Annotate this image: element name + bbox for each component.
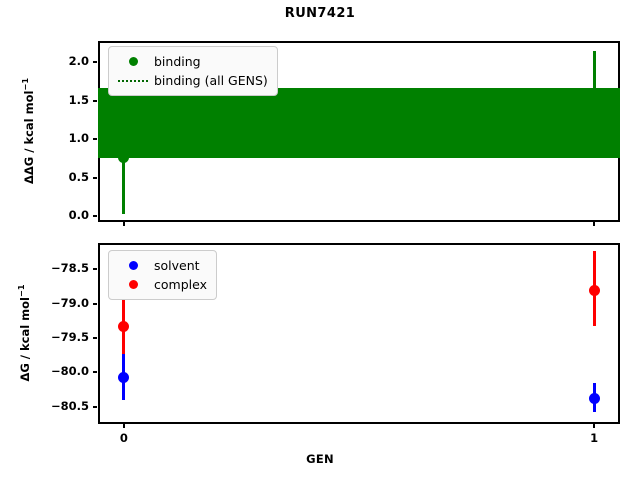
legend-item-complex[interactable]: complex (116, 275, 207, 294)
ytick-label: −79.5 (50, 329, 89, 344)
xtick-label: 0 (119, 431, 128, 445)
binding-marker-icon (116, 57, 150, 66)
dotted-line-icon (116, 79, 150, 82)
legend-label-complex: complex (154, 277, 207, 292)
ytick-label: 0.0 (68, 208, 89, 222)
ytick-mark (93, 302, 97, 305)
top-panel-legend[interactable]: binding binding (all GENS) (108, 46, 278, 96)
complex-datapoint[interactable] (588, 284, 600, 296)
legend-label-binding-all-gens: binding (all GENS) (154, 73, 268, 88)
legend-label-solvent: solvent (154, 258, 200, 273)
ytick-label: 1.0 (68, 131, 89, 146)
binding-errorbar (122, 86, 126, 214)
ytick-mark (93, 336, 97, 339)
ytick-mark (93, 99, 97, 102)
ytick-mark (93, 215, 97, 217)
ytick-label: 2.0 (68, 54, 89, 69)
binding-datapoint[interactable] (118, 152, 130, 164)
ytick-label: −79.0 (50, 295, 89, 310)
xtick-mark (593, 222, 596, 226)
ytick-mark (93, 61, 97, 64)
top-ylabel-exponent: −1 (20, 77, 31, 91)
solvent-datapoint[interactable] (588, 393, 600, 405)
legend-label-binding: binding (154, 54, 201, 69)
xtick-mark (122, 222, 125, 226)
xtick-mark (593, 424, 596, 428)
ytick-mark (93, 405, 97, 408)
legend-item-binding[interactable]: binding (116, 52, 268, 71)
legend-item-solvent[interactable]: solvent (116, 256, 207, 275)
figure-title: RUN7421 (284, 6, 356, 21)
ytick-mark (93, 268, 97, 271)
xtick-mark (122, 424, 125, 428)
ytick-mark (93, 138, 97, 141)
ytick-label: −80.5 (50, 398, 89, 413)
ytick-label: 1.5 (68, 92, 89, 107)
complex-datapoint[interactable] (118, 320, 130, 332)
bottom-panel-legend[interactable]: solvent complex (108, 250, 217, 300)
x-axis-label: GEN (306, 452, 334, 466)
ytick-mark (93, 176, 97, 179)
ytick-label: −80.0 (50, 364, 89, 379)
ytick-label: 0.5 (68, 169, 89, 184)
complex-marker-icon (116, 280, 150, 289)
binding-errorbar (592, 50, 596, 157)
binding-datapoint[interactable] (588, 89, 600, 101)
solvent-datapoint[interactable] (118, 371, 130, 383)
solvent-marker-icon (116, 261, 150, 270)
ytick-label: −78.5 (50, 261, 89, 276)
legend-item-binding-all-gens[interactable]: binding (all GENS) (116, 71, 268, 90)
binding-all-gens-band (98, 87, 620, 159)
ytick-mark (93, 371, 97, 374)
xtick-label: 1 (590, 431, 599, 445)
